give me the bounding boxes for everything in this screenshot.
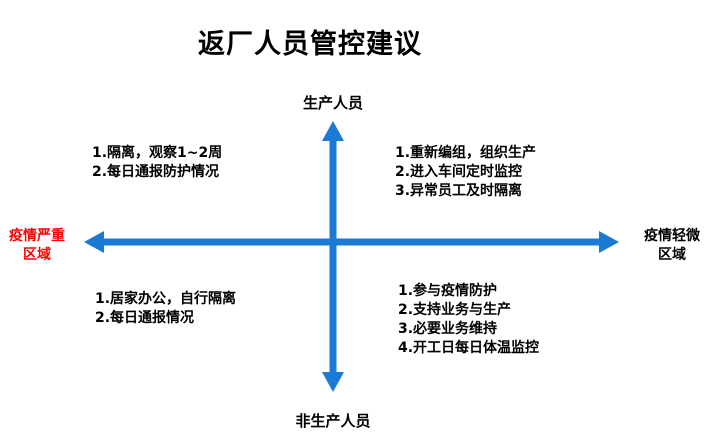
axis-label-severe-area: 疫情严重 区域 [9,227,65,265]
quadrant-bottom-right-line1: 1.参与疫情防护 [398,283,498,299]
axis-label-production: 生产人员 [302,94,364,112]
quadrant-top-left-line1: 1.隔离，观察1~2周 [92,145,223,161]
quadrant-bottom-right-line2: 2.支持业务与生产 [398,302,512,318]
quadrant-bottom-right-line3: 3.必要业务维持 [398,321,498,337]
top-arrowhead-icon [322,121,344,141]
quadrant-bottom-left-line1: 1.居家办公，自行隔离 [95,291,237,307]
axis-label-mild-area-line1: 疫情轻微 [644,228,700,244]
quadrant-top-right-line3: 3.异常员工及时隔离 [395,183,523,199]
axis-label-severe-area-line2: 区域 [23,247,51,263]
quadrant-top-right-line2: 2.进入车间定时监控 [395,164,523,180]
axis-label-severe-area-line1: 疫情严重 [9,228,65,244]
quadrant-top-left-line2: 2.每日通报防护情况 [92,164,220,180]
right-arrowhead-icon [599,231,619,253]
quadrant-bottom-left-line2: 2.每日通报情况 [95,310,195,326]
page-title: 返厂人员管控建议 [198,29,422,60]
left-arrowhead-icon [84,231,104,253]
quadrant-bottom-right: 1.参与疫情防护 2.支持业务与生产 3.必要业务维持 4.开工日每日体温监控 [398,282,539,358]
quadrant-top-left: 1.隔离，观察1~2周 2.每日通报防护情况 [92,144,222,182]
quadrant-bottom-left: 1.居家办公，自行隔离 2.每日通报情况 [95,290,236,328]
axis-label-mild-area: 疫情轻微 区域 [644,227,700,265]
axis-label-mild-area-line2: 区域 [658,247,686,263]
quadrant-bottom-right-line4: 4.开工日每日体温监控 [398,340,540,356]
quadrant-top-right: 1.重新编组，组织生产 2.进入车间定时监控 3.异常员工及时隔离 [395,144,536,201]
quadrant-top-right-line1: 1.重新编组，组织生产 [395,145,537,161]
bottom-arrowhead-icon [322,372,344,392]
axis-label-non-production: 非生产人员 [295,412,371,430]
